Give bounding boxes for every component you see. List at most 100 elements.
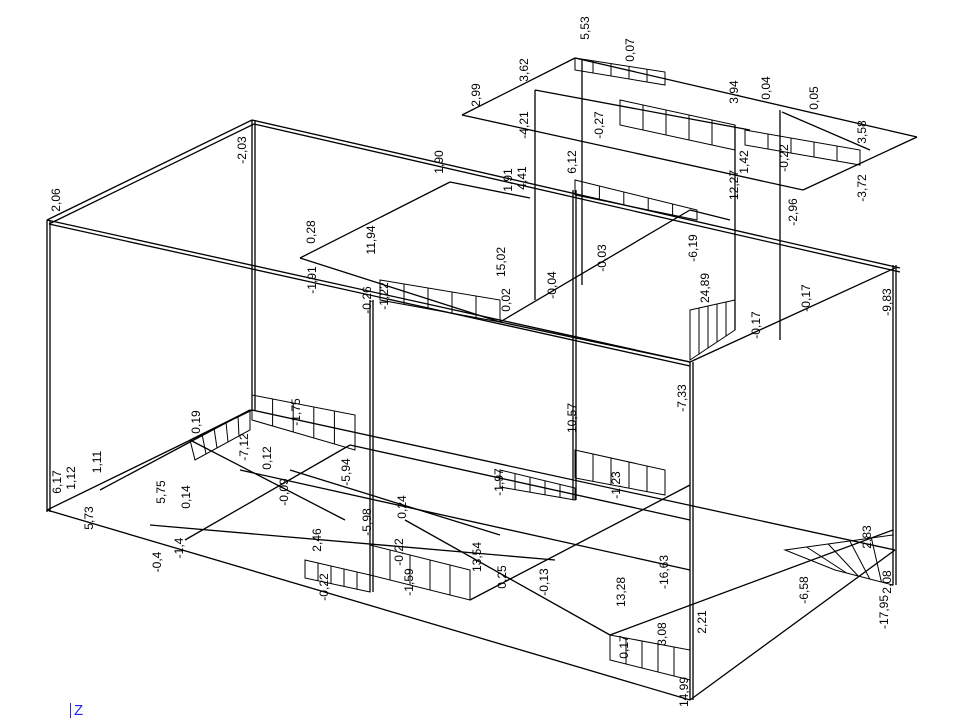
force-value-label: 6,17 xyxy=(50,470,64,494)
force-value-label: 1,42 xyxy=(737,150,751,174)
force-diagram-panel xyxy=(744,129,861,166)
frame-member xyxy=(404,519,611,636)
frame-member xyxy=(689,549,896,701)
force-value-label: 2,99 xyxy=(469,83,483,107)
frame-member xyxy=(349,444,691,521)
force-diagram-panel xyxy=(783,534,894,586)
force-value-label: -1,4 xyxy=(172,537,186,558)
force-value-label: 3,08 xyxy=(655,622,669,646)
frame-member xyxy=(149,524,556,561)
force-value-label: -0,09 xyxy=(277,478,291,506)
hatch-line xyxy=(870,537,882,583)
force-value-label: 5,53 xyxy=(578,16,592,40)
force-value-label: -0,4 xyxy=(150,551,164,572)
force-diagram-panel xyxy=(574,449,666,496)
force-value-label: -0,22 xyxy=(392,538,406,566)
force-value-label: -6,58 xyxy=(797,576,811,604)
hatch-line xyxy=(201,433,207,455)
frame-member xyxy=(99,409,251,491)
force-value-label: 13,28 xyxy=(614,577,628,607)
force-value-label: -1,97 xyxy=(492,468,506,496)
force-value-label: 2,08 xyxy=(880,570,894,594)
force-value-label: 0,14 xyxy=(179,485,193,509)
frame-member xyxy=(689,267,896,363)
hatch-line xyxy=(213,427,218,449)
force-value-label: 0,17 xyxy=(617,635,631,659)
frame-member xyxy=(574,57,918,138)
force-value-label: 1,12 xyxy=(64,466,78,490)
force-value-label: 14,99 xyxy=(677,677,691,707)
frame-member xyxy=(184,444,351,541)
force-value-label: -1,23 xyxy=(609,471,623,499)
force-value-label: 0,02 xyxy=(499,288,513,312)
force-value-label: 2,21 xyxy=(695,610,709,634)
force-value-label: 0,04 xyxy=(759,76,773,100)
hatch-line xyxy=(806,546,847,574)
force-value-label: 0,28 xyxy=(304,220,318,244)
frame-member xyxy=(689,209,731,221)
force-value-label: 2,46 xyxy=(310,528,324,552)
force-value-label: 1,91 xyxy=(501,168,515,192)
force-value-label: 0,05 xyxy=(807,86,821,110)
force-value-label: 13,54 xyxy=(470,542,484,572)
frame-member xyxy=(48,123,255,225)
force-diagram-panel xyxy=(574,179,698,221)
frame-member xyxy=(189,439,346,521)
force-value-label: -16,63 xyxy=(657,555,671,589)
force-value-label: 10,57 xyxy=(565,403,579,433)
frame-member xyxy=(449,181,531,199)
force-diagram-panel xyxy=(189,409,251,461)
frame-member xyxy=(461,114,804,191)
frame-member xyxy=(499,209,691,323)
force-value-label: -1,91 xyxy=(305,266,319,294)
force-diagram-panel xyxy=(251,394,356,451)
force-value-label: -1,22 xyxy=(377,282,391,310)
frame-member xyxy=(48,223,691,367)
force-value-label: 3,62 xyxy=(517,58,531,82)
force-value-label: 1,11 xyxy=(90,450,104,473)
force-diagram-panel xyxy=(369,544,471,601)
force-value-label: 0,07 xyxy=(623,38,637,62)
force-value-label: -0,13 xyxy=(537,568,551,596)
force-value-label: -9,83 xyxy=(880,288,894,316)
frame-member xyxy=(253,123,901,273)
force-value-label: 3,94 xyxy=(727,80,741,104)
force-value-label: -0,04 xyxy=(545,271,559,299)
force-value-label: 24,89 xyxy=(698,273,712,303)
frame-member xyxy=(46,509,691,701)
force-diagram-panel xyxy=(574,57,666,86)
force-value-label: 12,27 xyxy=(727,170,741,200)
force-value-label: -1,75 xyxy=(289,398,303,426)
force-value-label: 15,02 xyxy=(494,247,508,277)
force-value-label: -7,33 xyxy=(675,384,689,412)
frame-member xyxy=(609,529,894,636)
force-value-label: -0,03 xyxy=(595,244,609,272)
force-value-label: 0,12 xyxy=(260,446,274,470)
force-value-label: 2,83 xyxy=(860,525,874,549)
force-value-label: 0,19 xyxy=(189,410,203,434)
force-value-label: -17,95 xyxy=(877,595,891,629)
frame-member xyxy=(299,181,451,259)
force-value-label: -0,26 xyxy=(360,286,374,314)
frame-member xyxy=(239,469,691,571)
force-value-label: 11,94 xyxy=(364,225,378,254)
force-value-label: -4,21 xyxy=(517,111,531,139)
force-value-label: 6,12 xyxy=(565,150,579,174)
hatch-line xyxy=(237,415,240,437)
force-diagram-panel xyxy=(379,279,501,323)
force-value-label: -3,72 xyxy=(855,174,869,202)
force-value-label: -5,98 xyxy=(360,508,374,536)
frame-member xyxy=(289,469,501,536)
force-value-label: -5,94 xyxy=(339,458,353,486)
frame-member xyxy=(299,257,501,323)
frame-member xyxy=(781,111,871,151)
hatch-line xyxy=(225,421,229,443)
force-value-label: 5,75 xyxy=(154,480,168,504)
force-diagram-panel xyxy=(499,469,576,501)
z-axis-indicator: Z xyxy=(70,703,83,718)
frame-member xyxy=(469,484,691,601)
frame-member xyxy=(251,409,896,551)
force-value-label: 1,90 xyxy=(432,150,446,174)
